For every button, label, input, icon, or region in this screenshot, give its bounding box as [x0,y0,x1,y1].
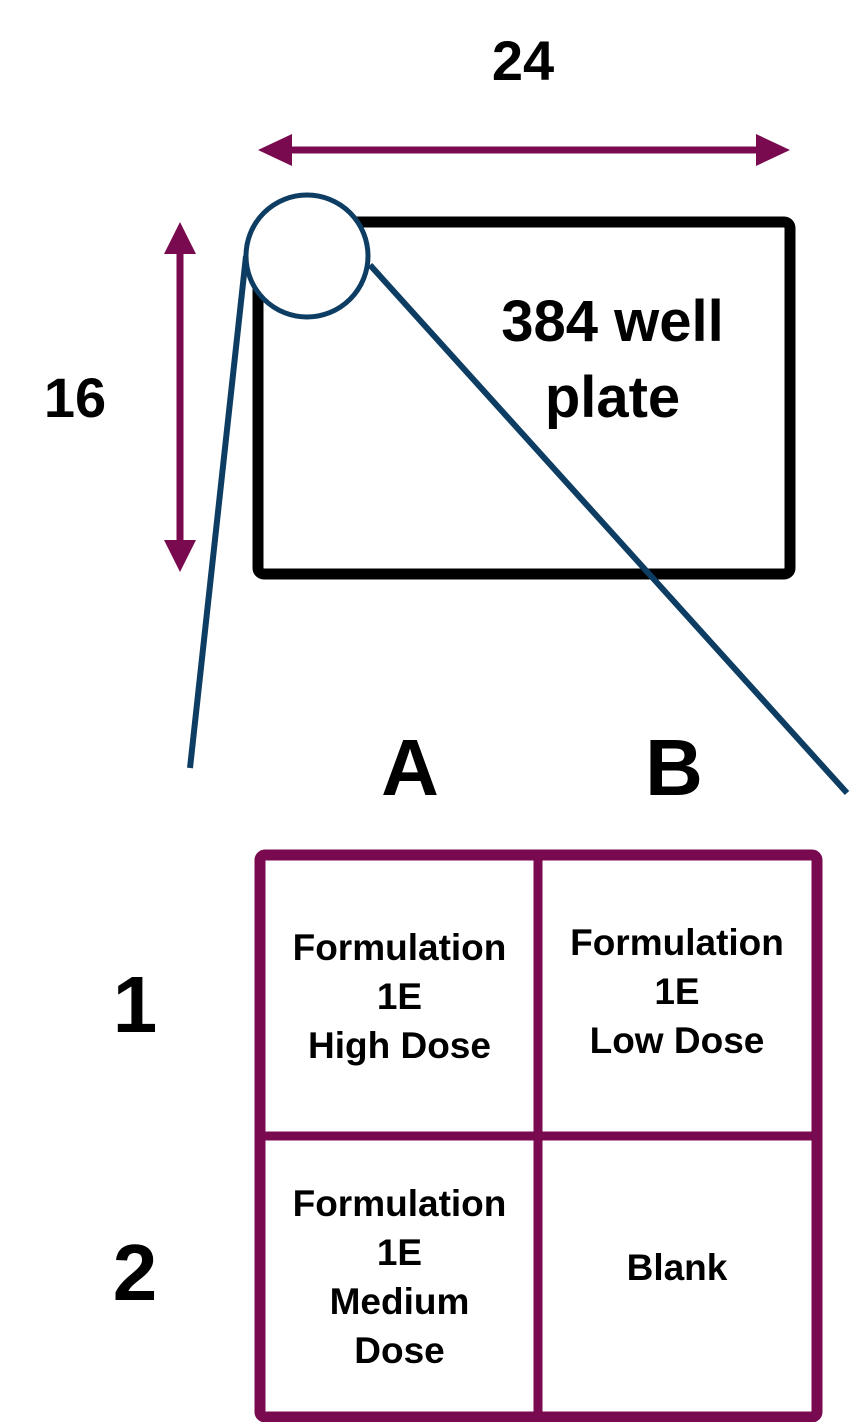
row-label-1: 1 [112,960,158,1049]
width-label: 24 [491,29,555,92]
zoom-line-right [367,262,850,796]
row-label-2: 2 [112,1228,158,1317]
well-grid [254,849,823,1422]
plate-label-line-2: plate [544,365,681,430]
plate-label: 384 well plate [440,284,785,436]
column-label-a: A [381,723,439,812]
well-a1-line-1: Formulation [292,926,507,968]
well-b1-line-2: 1E [654,970,700,1012]
well-b2-line-1: Blank [626,1246,728,1288]
height-label: 16 [43,366,107,429]
width-arrow [258,134,790,166]
well-b1-line-1: Formulation [570,921,784,963]
zoom-line-left [187,255,249,769]
well-a1-line-2: 1E [376,975,423,1017]
well-a2-line-4: Dose [354,1330,445,1371]
well-a2: Formulation 1E Medium Dose [266,1141,533,1413]
plate-label-line-1: 384 well [501,289,724,354]
well-a2-line-3: Medium [329,1281,470,1322]
well-a1-line-3: High Dose [308,1024,491,1066]
well-b1-line-3: Low Dose [589,1019,765,1061]
well-b2: Blank [543,1141,811,1393]
well-b1: Formulation 1E Low Dose [543,861,811,1121]
magnifier-circle [243,192,371,320]
column-label-b: B [645,723,703,812]
well-a2-line-2: 1E [376,1232,423,1273]
well-a1: Formulation 1E High Dose [266,861,533,1131]
well-a2-line-1: Formulation [292,1183,507,1224]
height-arrow [164,222,196,572]
plate-outline [252,216,796,580]
